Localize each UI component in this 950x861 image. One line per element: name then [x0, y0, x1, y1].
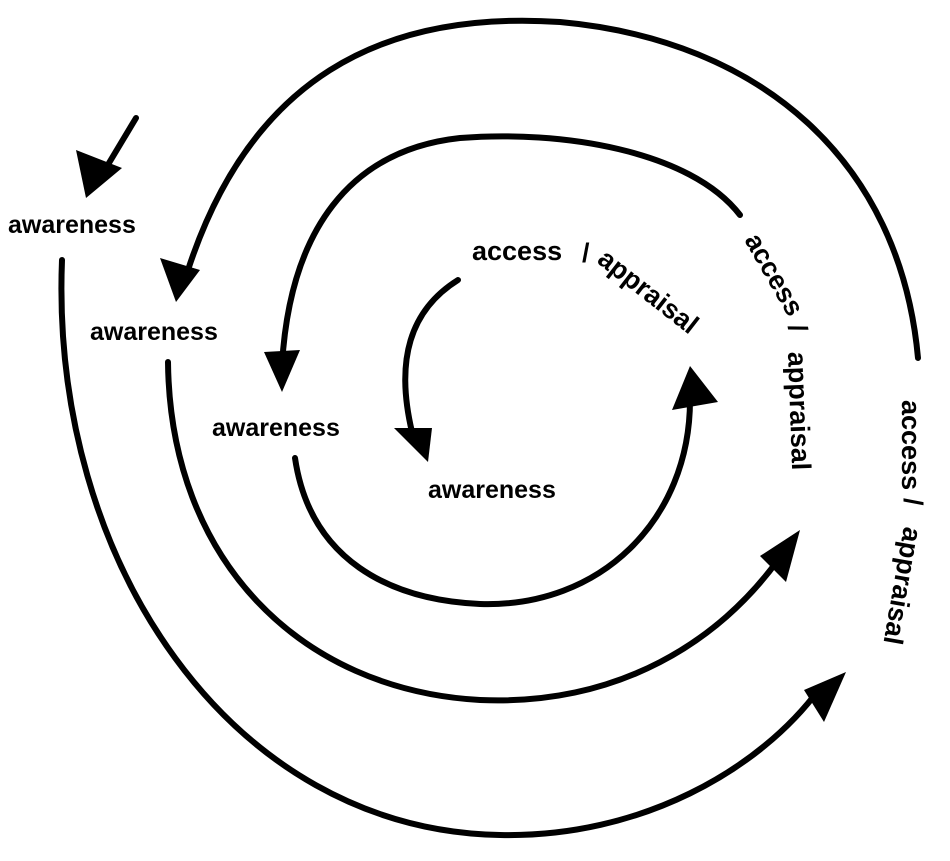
appraisal-label-2: appraisal	[782, 351, 816, 471]
ring-1-curve	[402, 277, 461, 435]
entry-arrowhead	[76, 150, 122, 198]
ring-3	[58, 17, 921, 839]
access-label-1: access	[472, 236, 562, 266]
appraisal-label-1: appraisal	[592, 243, 704, 340]
ring-3-return-curve	[58, 257, 823, 839]
access-label-2: access	[739, 228, 810, 321]
ring-1	[292, 277, 718, 608]
separator-2: /	[782, 322, 813, 335]
access-label-3: access	[896, 400, 926, 490]
awareness-label-outer: awareness	[8, 211, 136, 239]
ring-1-return-arrowhead	[672, 366, 718, 410]
separator-1: /	[582, 238, 590, 268]
access-appraisal-label-2: access / appraisal	[739, 228, 816, 471]
ring-2-return-curve	[165, 359, 781, 704]
ring-3-arrowhead	[160, 258, 200, 302]
appraisal-label-3: appraisal	[878, 525, 928, 647]
access-appraisal-label-3: access / appraisal	[878, 400, 928, 647]
ring-3-return-arrowhead	[804, 672, 846, 722]
access-appraisal-label-1: access / appraisal	[472, 236, 704, 340]
ring-2-arrowhead	[264, 350, 300, 392]
separator-3: /	[898, 498, 928, 506]
ring-3-curve	[185, 17, 921, 361]
ring-4-entry	[76, 115, 139, 198]
ring-2-return-arrowhead	[760, 530, 800, 582]
ring-2	[165, 133, 800, 704]
ring-2-curve	[279, 133, 743, 368]
awareness-label-2: awareness	[212, 414, 340, 442]
awareness-label-3: awareness	[90, 318, 218, 346]
awareness-label-1: awareness	[428, 476, 556, 504]
ring-1-return-curve	[292, 397, 693, 608]
ring-1-arrowhead	[394, 428, 432, 462]
